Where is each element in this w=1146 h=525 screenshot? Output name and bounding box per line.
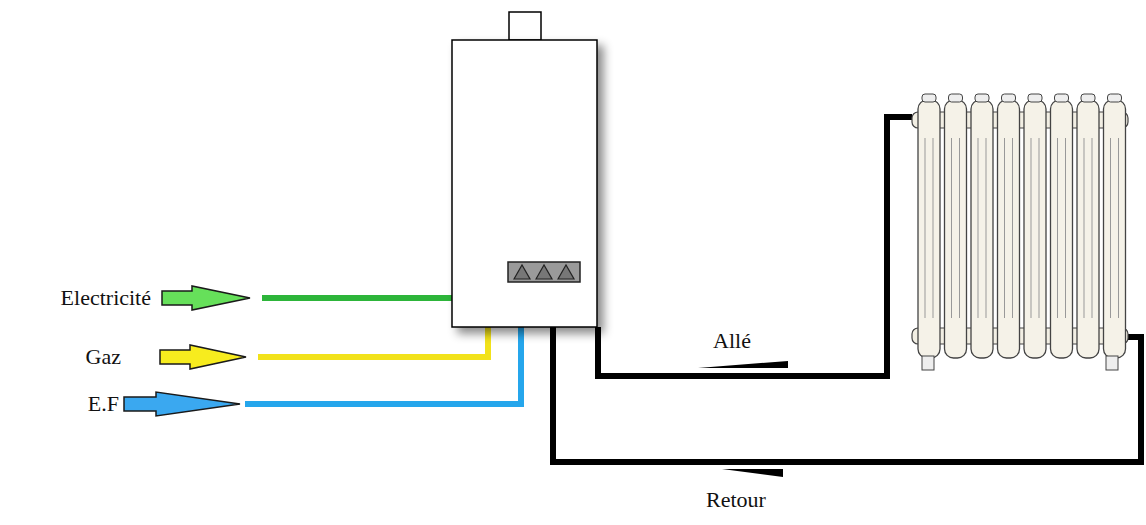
column-groove — [959, 138, 960, 318]
column-groove — [933, 138, 934, 318]
column-cap — [949, 94, 963, 102]
radiator-column — [998, 100, 1020, 358]
radiator-foot — [1106, 356, 1118, 370]
column-cap — [1055, 94, 1069, 102]
radiator-column — [1104, 100, 1126, 358]
return-direction — [722, 469, 783, 477]
column-groove — [1057, 138, 1058, 318]
column-groove — [1118, 138, 1119, 318]
radiator-column — [1024, 100, 1046, 358]
text-label: E.F — [88, 391, 119, 417]
column-groove — [951, 138, 952, 318]
gas-arrow — [160, 345, 246, 369]
column-cap — [922, 94, 936, 102]
column-groove — [925, 138, 926, 318]
gas-line — [258, 327, 488, 357]
text-label: Retour — [706, 487, 766, 513]
column-groove — [978, 138, 979, 318]
column-groove — [1110, 138, 1111, 318]
flame — [514, 265, 530, 279]
water-arrow — [124, 392, 240, 416]
electric-line — [262, 295, 452, 301]
radiator-column — [1051, 100, 1073, 358]
radiator-foot — [922, 356, 934, 370]
flame — [558, 265, 574, 279]
flow-direction — [698, 361, 788, 368]
column-groove — [1092, 138, 1093, 318]
column-cap — [975, 94, 989, 102]
column-cap — [1081, 94, 1095, 102]
flue — [509, 12, 541, 40]
radiator-column — [1077, 100, 1099, 358]
column-groove — [1039, 138, 1040, 318]
text-label: Allé — [713, 328, 751, 354]
column-groove — [1004, 138, 1005, 318]
burner-window — [508, 262, 580, 282]
column-groove — [1012, 138, 1013, 318]
flame — [536, 265, 552, 279]
column-cap — [1108, 94, 1122, 102]
text-label: Electricité — [61, 285, 151, 311]
column-groove — [1065, 138, 1066, 318]
radiator — [912, 94, 1128, 370]
column-groove — [986, 138, 987, 318]
radiator-column — [918, 100, 940, 358]
column-groove — [1084, 138, 1085, 318]
column-cap — [1028, 94, 1042, 102]
text-label: Gaz — [86, 344, 121, 370]
electric-arrow — [162, 286, 250, 310]
radiator-column — [971, 100, 993, 358]
flow-pipe — [598, 117, 912, 376]
radiator-column — [945, 100, 967, 358]
column-groove — [1031, 138, 1032, 318]
cold-water-line — [245, 327, 521, 404]
boiler — [452, 40, 597, 327]
column-cap — [1002, 94, 1016, 102]
